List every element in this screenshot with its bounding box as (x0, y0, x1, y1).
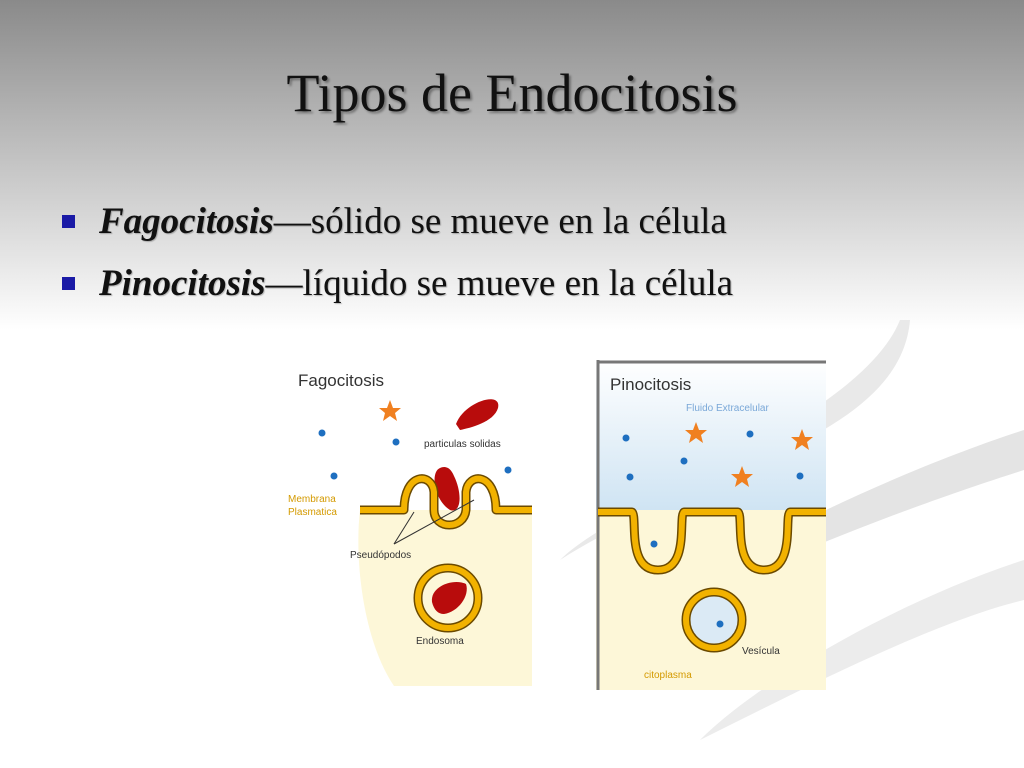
membrane-label: Membrana (288, 494, 336, 505)
molecule-dot (680, 457, 688, 465)
star-icon (379, 400, 401, 421)
bullet-item-pinocitosis: Pinocitosis—líquido se mueve en la célul… (62, 252, 733, 314)
cytoplasm-label: citoplasma (644, 670, 692, 681)
molecule-dot (622, 434, 630, 442)
fagocitosis-heading: Fagocitosis (298, 371, 384, 390)
particles-label: particulas solidas (424, 439, 501, 450)
star-icon (731, 466, 753, 487)
molecule-dot (716, 620, 724, 628)
bullet-term: Fagocitosis (99, 200, 274, 242)
star-icon (685, 422, 707, 443)
pinocitosis-diagram: Pinocitosis Fluido Extracelular Vesícula… (596, 360, 826, 690)
molecule-dot (796, 472, 804, 480)
bullet-term: Pinocitosis (99, 262, 266, 304)
vesicle-label: Vesícula (742, 646, 780, 657)
molecule-dot (330, 472, 338, 480)
molecule-dot (626, 473, 634, 481)
square-bullet-icon (62, 214, 75, 228)
bullet-item-fagocitosis: Fagocitosis—sólido se mueve en la célula (62, 190, 733, 252)
pinocitosis-heading: Pinocitosis (610, 375, 691, 394)
slide-title: Tipos de Endocitosis (286, 63, 738, 123)
fluid-label: Fluido Extracelular (686, 403, 769, 414)
solid-particle (434, 466, 460, 511)
membrane-label: Plasmatica (288, 507, 337, 518)
bullet-text: —sólido se mueve en la célula (273, 200, 727, 242)
molecule-dot (746, 430, 754, 438)
molecule-dot (504, 466, 512, 474)
endosome-label: Endosoma (416, 636, 464, 647)
pseudopods-label: Pseudópodos (350, 550, 411, 561)
bullet-list: Fagocitosis—sólido se mueve en la célula… (62, 190, 733, 314)
molecule-dot (392, 438, 400, 446)
fagocitosis-diagram: Fagocitosis particulas solidas Membrana … (284, 362, 532, 686)
bullet-text: —líquido se mueve en la célula (265, 262, 734, 304)
solid-particle (456, 399, 499, 430)
star-icon (791, 429, 813, 450)
engulfed-particle (431, 582, 467, 614)
molecule-dot (318, 429, 326, 437)
molecule-dot (650, 540, 658, 548)
square-bullet-icon (62, 276, 75, 290)
